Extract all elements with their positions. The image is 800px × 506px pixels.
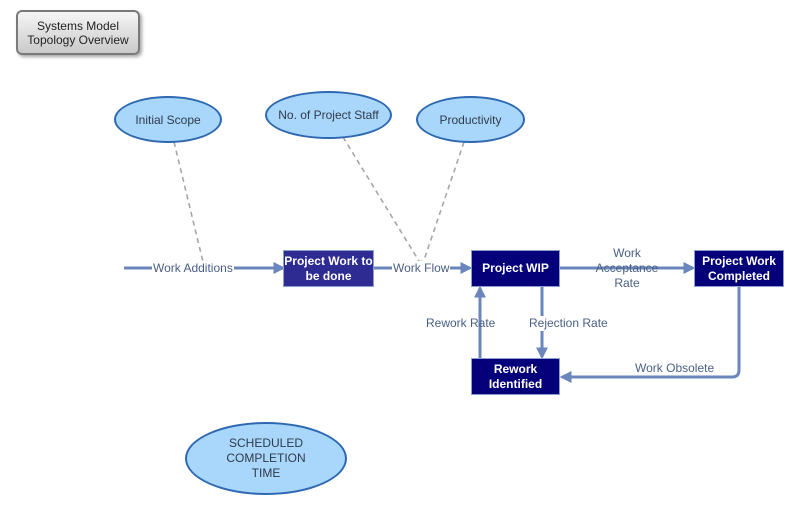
work-acceptance-rate-label: Work Acceptance Rate: [595, 246, 659, 290]
flow-work-obsolete: [559, 287, 741, 383]
rework-rate-label: Rework Rate: [426, 316, 496, 330]
work-obsolete-label: Work Obsolete: [635, 361, 715, 375]
work-completed-stock[interactable]: Project Work Completed: [694, 250, 784, 287]
productivity-node[interactable]: Productivity: [416, 96, 525, 143]
initial-scope-node[interactable]: Initial Scope: [114, 96, 222, 143]
work-additions-label: Work Additions: [152, 261, 234, 276]
influence-project-staff: [342, 136, 423, 268]
work-to-be-done-stock[interactable]: Project Work to be done: [283, 250, 374, 287]
project-staff-node[interactable]: No. of Project Staff: [265, 91, 392, 139]
scheduled-completion-node[interactable]: SCHEDULED COMPLETION TIME: [185, 422, 347, 495]
title-button[interactable]: Systems Model Topology Overview: [16, 10, 140, 55]
work-flow-label: Work Flow: [392, 261, 451, 276]
influence-initial-scope: [173, 141, 206, 268]
rejection-rate-label: Rejection Rate: [528, 316, 609, 331]
project-wip-stock[interactable]: Project WIP: [471, 250, 560, 287]
rework-identified-stock[interactable]: Rework Identified: [471, 358, 560, 395]
influence-productivity: [420, 141, 465, 268]
